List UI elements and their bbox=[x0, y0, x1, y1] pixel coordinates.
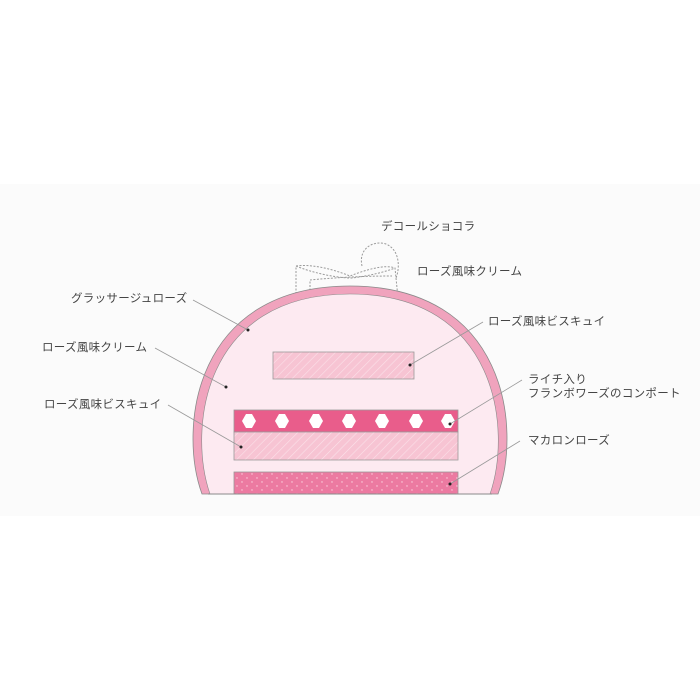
top-biscuit-layer bbox=[272, 351, 415, 380]
label-biscuit-left: ローズ風味ビスキュイ bbox=[44, 397, 162, 411]
bottom-biscuit-layer bbox=[233, 431, 459, 461]
lychee-pieces bbox=[242, 414, 455, 428]
leader-dots bbox=[224, 328, 452, 486]
label-cream: ローズ風味クリーム bbox=[42, 340, 148, 354]
label-compote-line1: ライチ入り bbox=[528, 372, 587, 386]
label-decor-chocolate: デコールショコラ bbox=[381, 219, 476, 233]
label-biscuit-right: ローズ風味ビスキュイ bbox=[488, 314, 606, 328]
label-compote-line2: フランボワーズのコンポート bbox=[528, 386, 681, 400]
label-glaze: グラッサージュローズ bbox=[71, 291, 188, 305]
label-macaron: マカロンローズ bbox=[528, 433, 611, 447]
label-top-cream: ローズ風味クリーム bbox=[417, 264, 523, 278]
chocolate-decoration bbox=[295, 242, 399, 299]
macaron-layer bbox=[233, 471, 459, 495]
leader-lines bbox=[154, 299, 523, 485]
